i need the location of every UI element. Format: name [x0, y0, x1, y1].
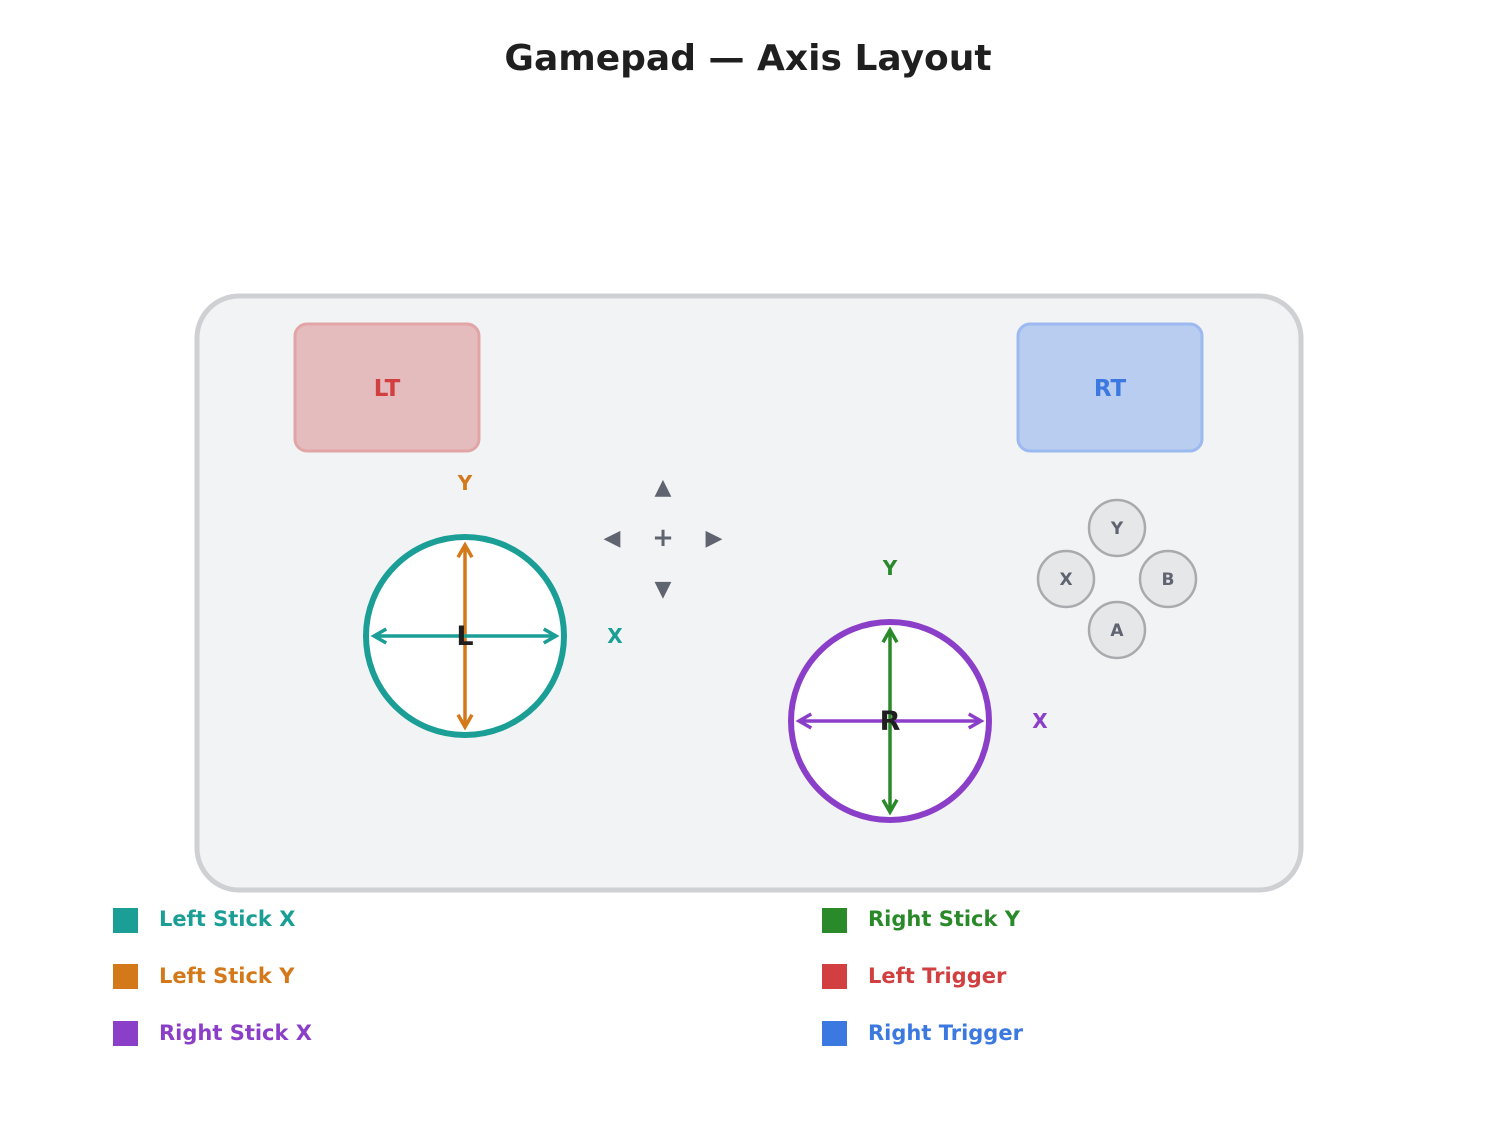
legend-swatch [822, 964, 847, 989]
dpad[interactable]: ▲ ◀ + ▶ ▼ [604, 475, 723, 602]
legend-item-right-stick-x: Right Stick X [113, 1021, 312, 1046]
legend: Left Stick X Left Stick Y Right Stick X … [113, 907, 1024, 1046]
dpad-down-icon[interactable]: ▼ [655, 577, 672, 602]
dpad-left-icon[interactable]: ◀ [604, 526, 621, 551]
legend-swatch [822, 1021, 847, 1046]
legend-label: Left Stick X [159, 907, 295, 931]
right-stick[interactable]: R [788, 619, 992, 823]
left-trigger-label: LT [374, 376, 401, 402]
dpad-center-icon: + [652, 523, 674, 553]
right-stick-y-label: Y [882, 556, 898, 580]
right-trigger[interactable]: RT [1016, 322, 1204, 453]
legend-label: Right Stick X [159, 1021, 312, 1045]
legend-swatch [822, 908, 847, 933]
face-button-a-label: A [1110, 621, 1124, 641]
legend-item-right-stick-y: Right Stick Y [822, 907, 1021, 933]
legend-item-left-stick-x: Left Stick X [113, 907, 295, 933]
legend-item-left-trigger: Left Trigger [822, 964, 1007, 989]
face-button-b[interactable]: B [1138, 549, 1198, 609]
diagram-title: Gamepad — Axis Layout [504, 38, 991, 79]
left-trigger[interactable]: LT [293, 322, 481, 453]
legend-swatch [113, 908, 138, 933]
left-stick[interactable]: L [363, 534, 567, 738]
face-button-x-label: X [1059, 570, 1072, 590]
left-stick-x-label: X [607, 624, 623, 648]
legend-label: Right Stick Y [868, 907, 1021, 931]
face-button-x[interactable]: X [1036, 549, 1096, 609]
right-stick-x-label: X [1032, 709, 1048, 733]
left-stick-y-label: Y [457, 471, 473, 495]
legend-label: Left Trigger [868, 964, 1007, 988]
face-buttons: Y X B A [1036, 498, 1198, 660]
legend-item-left-stick-y: Left Stick Y [113, 964, 295, 989]
face-button-a[interactable]: A [1087, 600, 1147, 660]
legend-swatch [113, 964, 138, 989]
legend-label: Right Trigger [868, 1021, 1024, 1045]
dpad-up-icon[interactable]: ▲ [655, 475, 672, 500]
legend-label: Left Stick Y [159, 964, 295, 988]
legend-swatch [113, 1021, 138, 1046]
right-stick-label: R [880, 706, 901, 737]
legend-item-right-trigger: Right Trigger [822, 1021, 1024, 1046]
face-button-y-label: Y [1110, 519, 1124, 539]
left-stick-label: L [456, 621, 473, 652]
face-button-y[interactable]: Y [1087, 498, 1147, 558]
face-button-b-label: B [1162, 570, 1175, 590]
right-trigger-label: RT [1094, 376, 1127, 402]
dpad-right-icon[interactable]: ▶ [706, 526, 723, 551]
